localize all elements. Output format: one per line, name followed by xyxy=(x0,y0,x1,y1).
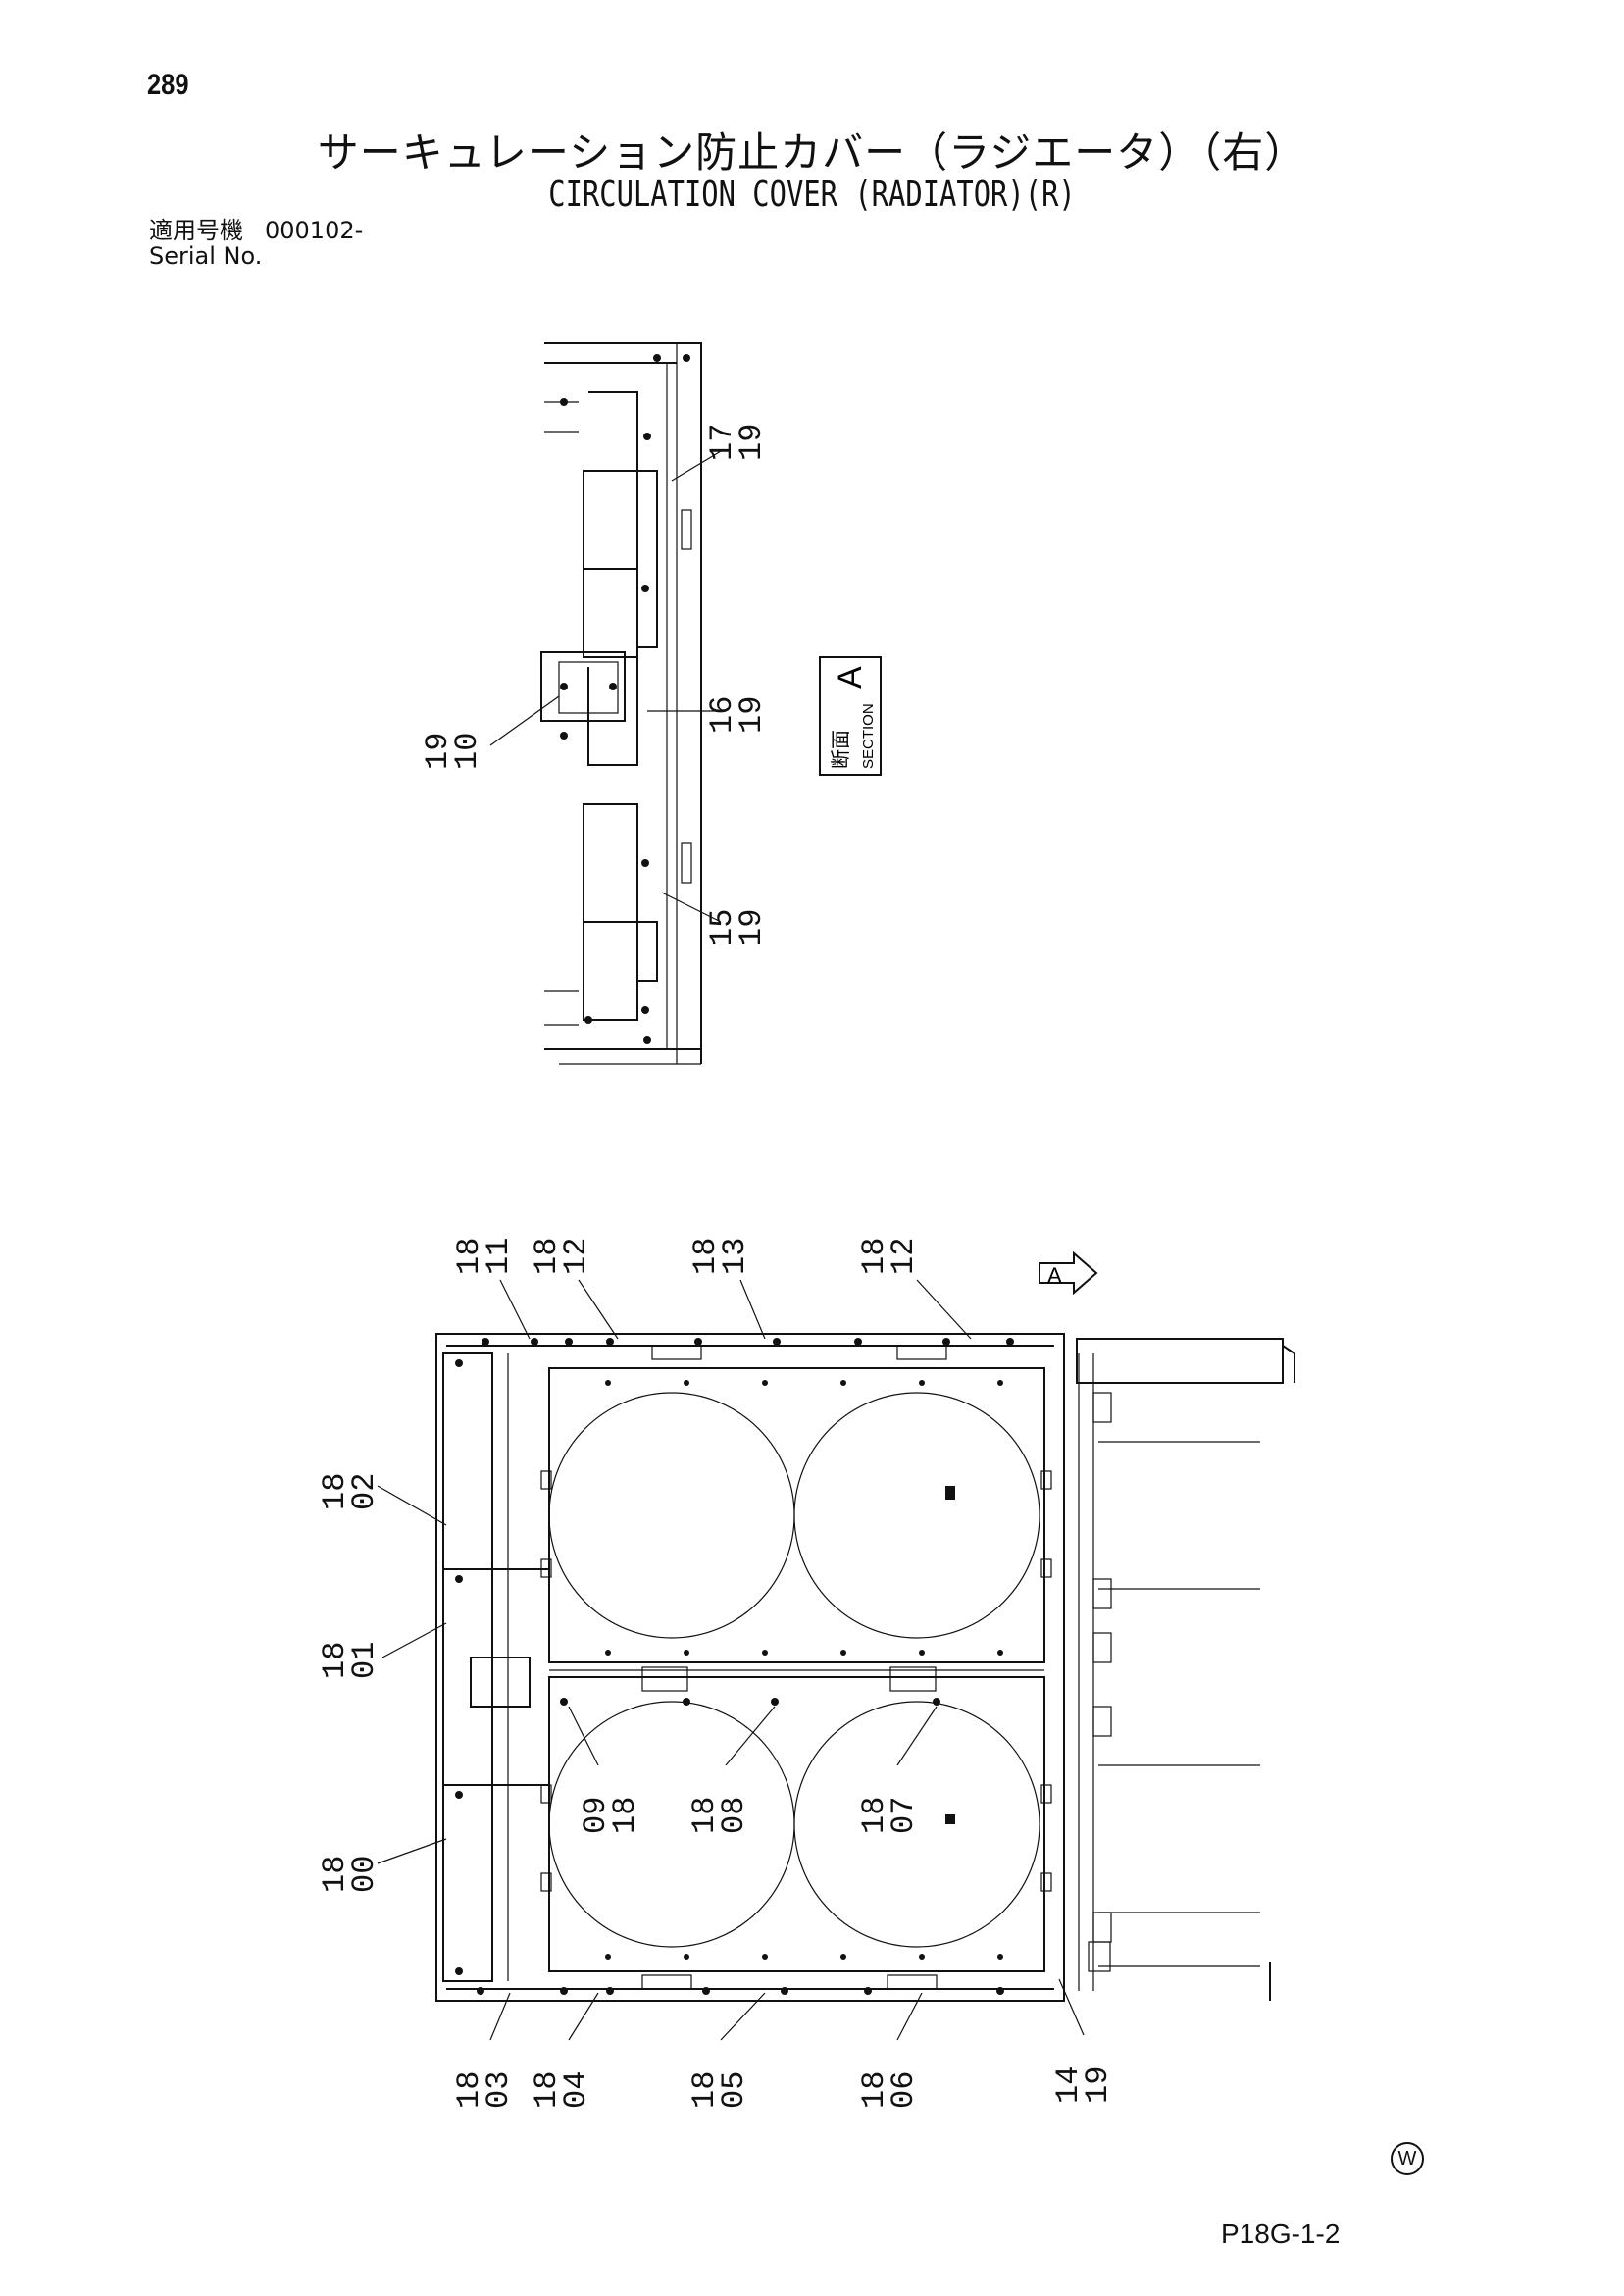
callout-code: 16 xyxy=(704,696,740,734)
drawing-code: P18G-1-2 xyxy=(1221,2219,1341,2249)
callout-left-3: 18 00 xyxy=(317,1856,382,1893)
page-title-english: CIRCULATION COVER (RADIATOR)(R) xyxy=(548,175,1076,215)
circled-w-mark: W xyxy=(1391,2142,1424,2175)
callout-top-3: 18 13 xyxy=(687,1238,753,1275)
svg-text:02: 02 xyxy=(346,1473,382,1510)
svg-text:18: 18 xyxy=(856,1797,892,1834)
serial-value: 000102- xyxy=(265,217,364,244)
callout-top-4: 18 12 xyxy=(856,1238,922,1275)
svg-text:05: 05 xyxy=(716,2071,752,2109)
callout-code: 15 xyxy=(704,909,740,946)
svg-text:18: 18 xyxy=(317,1473,353,1510)
svg-text:03: 03 xyxy=(481,2071,517,2109)
svg-text:18: 18 xyxy=(529,1238,565,1275)
section-callout-19-10: 19 10 xyxy=(420,733,485,770)
callout-code: 19 xyxy=(420,733,456,770)
callout-top-1: 18 11 xyxy=(451,1238,517,1275)
callout-top-2: 18 12 xyxy=(529,1238,594,1275)
svg-text:07: 07 xyxy=(886,1797,922,1834)
callout-qty: 19 xyxy=(734,696,770,734)
svg-text:18: 18 xyxy=(317,1856,353,1893)
svg-text:18: 18 xyxy=(317,1642,353,1679)
svg-text:13: 13 xyxy=(717,1238,753,1275)
svg-text:18: 18 xyxy=(529,2071,565,2109)
callout-qty: 19 xyxy=(734,424,770,461)
section-label-japanese: 断面 xyxy=(829,730,852,769)
callout-bottom-2: 18 04 xyxy=(529,2071,594,2109)
svg-text:18: 18 xyxy=(451,1238,487,1275)
svg-text:04: 04 xyxy=(558,2071,594,2109)
svg-text:08: 08 xyxy=(716,1797,752,1834)
callout-left-2: 18 01 xyxy=(317,1642,382,1679)
page-number: 289 xyxy=(147,69,189,101)
callout-inner-3: 18 07 xyxy=(856,1797,922,1834)
page-title-japanese: サーキュレーション防止カバー（ラジエータ）（右） xyxy=(317,128,1307,177)
svg-text:18: 18 xyxy=(686,1797,723,1834)
svg-text:00: 00 xyxy=(346,1856,382,1893)
section-label-letter: A xyxy=(832,666,869,689)
svg-text:18: 18 xyxy=(686,2071,723,2109)
section-a-label: 断面 SECTION A xyxy=(819,656,882,776)
callout-bottom-1: 18 03 xyxy=(451,2071,517,2109)
view-a-arrow: A xyxy=(1039,1250,1098,1296)
callout-bottom-4: 18 06 xyxy=(856,2071,922,2109)
callout-bottom-5: 14 19 xyxy=(1050,2066,1116,2104)
svg-text:12: 12 xyxy=(886,1238,922,1275)
svg-text:14: 14 xyxy=(1050,2066,1087,2104)
svg-text:18: 18 xyxy=(451,2071,487,2109)
callout-inner-2: 18 08 xyxy=(686,1797,752,1834)
callout-qty: 19 xyxy=(734,909,770,946)
svg-text:12: 12 xyxy=(558,1238,594,1275)
svg-text:18: 18 xyxy=(687,1238,724,1275)
callout-left-1: 18 02 xyxy=(317,1473,382,1510)
view-marker-letter: A xyxy=(1047,1263,1062,1288)
section-label-english: SECTION xyxy=(860,703,877,769)
callout-code: 17 xyxy=(704,424,740,461)
serial-label-japanese: 適用号機 xyxy=(149,217,243,244)
serial-label-english: Serial No. xyxy=(149,242,263,270)
callout-qty: 10 xyxy=(449,733,485,770)
section-callout-16-19: 16 19 xyxy=(704,696,770,734)
serial-info: 適用号機 000102- Serial No. xyxy=(149,218,363,269)
svg-text:11: 11 xyxy=(481,1238,517,1275)
section-a-view xyxy=(489,342,722,1065)
svg-text:18: 18 xyxy=(607,1797,643,1834)
section-callout-17-19: 17 19 xyxy=(704,424,770,461)
svg-text:06: 06 xyxy=(886,2071,922,2109)
main-radiator-view xyxy=(377,1279,1295,2041)
callout-bottom-3: 18 05 xyxy=(686,2071,752,2109)
callout-inner-1: 09 18 xyxy=(578,1797,643,1834)
svg-text:18: 18 xyxy=(856,1238,892,1275)
svg-text:01: 01 xyxy=(346,1642,382,1679)
svg-text:18: 18 xyxy=(856,2071,892,2109)
svg-text:09: 09 xyxy=(578,1797,614,1834)
svg-text:19: 19 xyxy=(1080,2066,1116,2104)
section-callout-15-19: 15 19 xyxy=(704,909,770,946)
